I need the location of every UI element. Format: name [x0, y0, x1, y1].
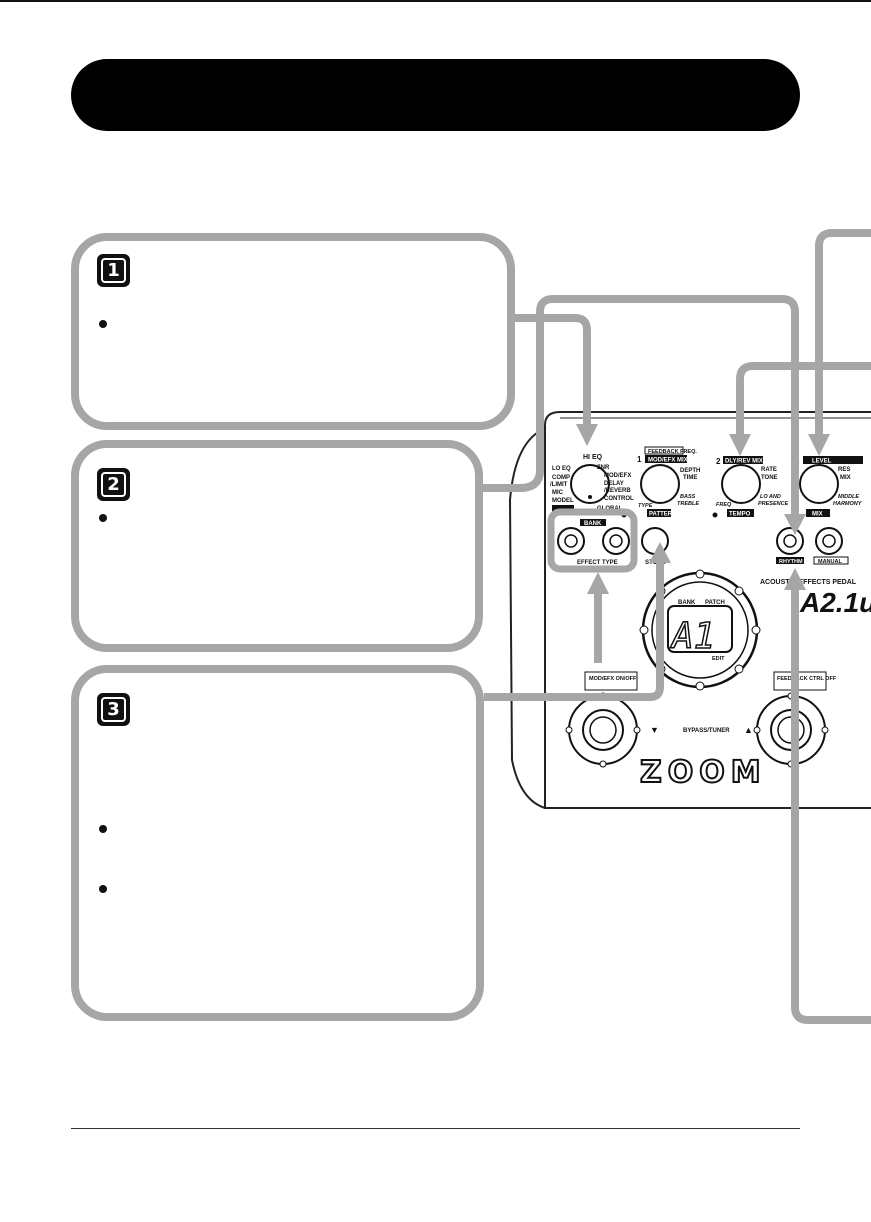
- svg-text:▲: ▲: [744, 725, 753, 735]
- display-readout: A1: [670, 616, 715, 657]
- bank-up-button: [602, 527, 630, 555]
- bullet-icon: [99, 320, 107, 328]
- knob3-bottom-tag: TEMPO: [729, 512, 751, 518]
- knob4-right-label: MIX: [840, 475, 851, 481]
- knob2-right-label: DEPTH: [680, 468, 700, 474]
- step-number: 2: [101, 472, 126, 497]
- knob1-right-label: /REVERB: [604, 488, 631, 494]
- footswitch-right-label: FEEDBACK CTRL OFF: [777, 676, 837, 682]
- knob1-right-label: CONTROL: [604, 496, 634, 502]
- knob-1: [640, 464, 680, 504]
- knob3-lower-label: PRESENCE: [758, 501, 789, 507]
- knob1-right-label: MOD/EFX: [604, 473, 631, 479]
- knob1-right-label: DELAY: [604, 481, 624, 487]
- knob3-number: 2: [716, 457, 721, 466]
- knob2-top-tag: FEEDBACK FREQ.: [648, 449, 697, 455]
- knob2-bottom-tag: PATTERN: [649, 512, 676, 518]
- step-number: 1: [101, 258, 126, 283]
- svg-text:▼: ▼: [650, 725, 659, 735]
- knob2-lower-label: BASS: [680, 494, 696, 500]
- callout-1: 1: [71, 233, 515, 430]
- knob2-lower-label: TREBLE: [677, 501, 699, 507]
- bank-down-button: [557, 527, 585, 555]
- knob3-right-label: TONE: [761, 475, 778, 481]
- knob-3: [799, 464, 839, 504]
- knob2-number: 1: [637, 455, 642, 464]
- rhythm-button: [776, 527, 804, 555]
- effect-module-knob: [570, 464, 610, 504]
- step-number-badge: 3: [97, 693, 130, 726]
- knob2-lower-label: TYPE: [638, 503, 653, 509]
- callout-3: 3: [71, 665, 484, 1021]
- knob1-left-label: /LIMIT: [550, 482, 568, 488]
- knob-2: [721, 464, 761, 504]
- knob1-right-label: ZNR: [597, 465, 610, 471]
- knob1-top-label: HI EQ: [583, 454, 603, 461]
- footswitch-left-label: MOD/EFX ON/OFF: [589, 676, 637, 682]
- manual-button: [815, 527, 843, 555]
- knob4-bottom-tag: MIX: [812, 512, 823, 518]
- knob4-header: LEVEL: [812, 459, 832, 465]
- top-rule: [0, 0, 871, 2]
- callout-2: 2: [71, 440, 483, 652]
- knob1-left-label: LO EQ: [552, 466, 571, 472]
- knob3-right-label: RATE: [761, 467, 777, 473]
- display-patch-label: PATCH: [705, 600, 725, 606]
- bank-label: BANK: [584, 521, 602, 527]
- display-edit-label: EDIT: [712, 656, 725, 662]
- knob1-left-label: COMP: [552, 475, 570, 481]
- footer-rule: [71, 1128, 800, 1129]
- knob3-header: DLY/REV MIX: [725, 459, 763, 465]
- effect-type-label: EFFECT TYPE: [577, 560, 618, 566]
- knob1-left-label: MODEL: [552, 498, 574, 504]
- knob3-lower-label: FREQ: [716, 502, 732, 508]
- rhythm-label: RHYTHM: [779, 559, 803, 565]
- knob4-lower-label: MIDDLE: [838, 494, 859, 500]
- model-logo: A2.1u: [799, 587, 871, 618]
- manual-label: MANUAL: [818, 559, 842, 565]
- knob2-right-label: TIME: [683, 475, 697, 481]
- section-title-bar: [71, 59, 800, 131]
- step-number-badge: 1: [97, 254, 130, 287]
- knob3-lower-label: LO AND: [760, 494, 781, 500]
- bullet-icon: [99, 825, 107, 833]
- bullet-icon: [99, 885, 107, 893]
- model-name: ACOUSTIC EFFECTS PEDAL: [760, 579, 857, 586]
- step-number: 3: [101, 697, 126, 722]
- knob1-left-label: MIC: [552, 490, 564, 496]
- knob2-header: MOD/EFX MIX: [648, 458, 688, 464]
- knob4-lower-label: HARMONY: [833, 501, 863, 507]
- brand-logo: ZOOM: [640, 755, 767, 790]
- bullet-icon: [99, 514, 107, 522]
- display-bank-label: BANK: [678, 600, 696, 606]
- knob4-right-label: RES: [838, 467, 850, 473]
- step-number-badge: 2: [97, 468, 130, 501]
- bypass-label: BYPASS/TUNER: [683, 728, 730, 734]
